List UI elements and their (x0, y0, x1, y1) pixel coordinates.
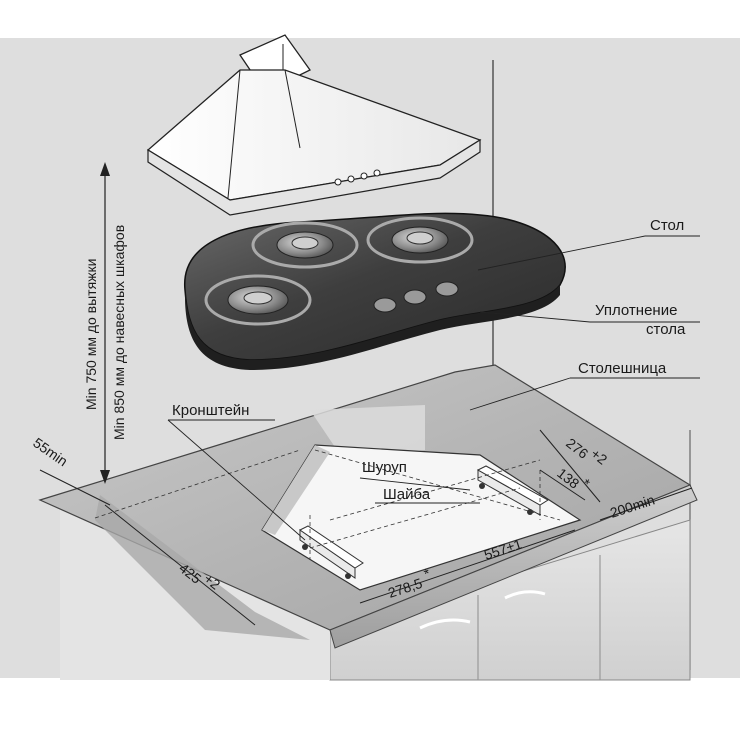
label-table: Стол (650, 217, 684, 234)
bracket-right (476, 465, 549, 516)
label-worktop: Столешница (578, 360, 667, 377)
bracket-left (299, 525, 364, 579)
burner-middle (251, 221, 359, 269)
control-knobs (373, 281, 459, 313)
note-cabinet-clearance: Min 850 мм до навесных шкафов (111, 225, 127, 440)
vertical-notes: Min 750 мм до вытяжки Min 850 мм до наве… (83, 225, 127, 440)
label-seal-line1: Уплотнение (595, 302, 677, 319)
label-washer: Шайба (383, 486, 431, 503)
label-screw: Шуруп (362, 459, 407, 476)
clearance-arrow (100, 162, 110, 484)
burner-left (204, 274, 312, 326)
dim-half-width-tol: * (422, 565, 433, 582)
note-hood-clearance: Min 750 мм до вытяжки (83, 259, 99, 410)
range-hood (146, 34, 482, 216)
leader-lines (167, 235, 700, 541)
dimension-lines (39, 429, 693, 626)
labels: Стол Уплотнение стола Столешница Кронште… (172, 217, 686, 503)
burner-right (366, 216, 474, 264)
construction-lines (94, 449, 561, 560)
label-bracket: Кронштейн (172, 402, 249, 419)
label-seal-line2: стола (646, 321, 686, 338)
gas-hob (184, 212, 566, 370)
